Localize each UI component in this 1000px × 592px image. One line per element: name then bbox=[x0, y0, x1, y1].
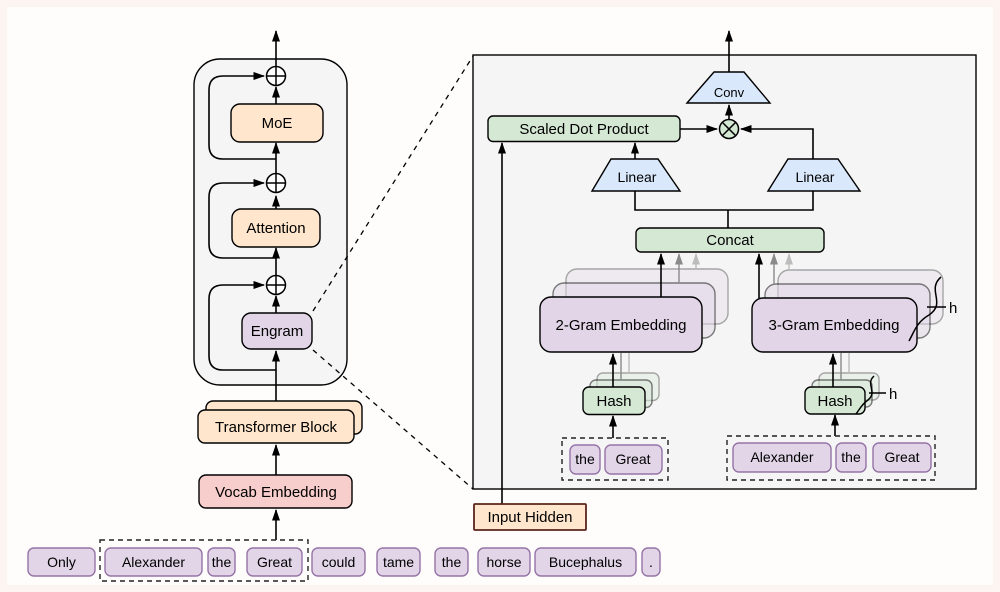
zoom-connector-line-top bbox=[312, 55, 474, 312]
token-label: Great bbox=[884, 449, 919, 465]
add-operator-top bbox=[265, 65, 287, 87]
engram-block bbox=[241, 312, 313, 350]
attention-label: Attention bbox=[246, 220, 305, 237]
token-box bbox=[732, 442, 832, 473]
vocab-embedding-label: Vocab Embedding bbox=[215, 484, 337, 501]
input-hidden-tag: Input Hidden bbox=[473, 503, 587, 531]
input-hidden-label: Input Hidden bbox=[487, 509, 572, 526]
bigram-dashed-box bbox=[561, 437, 669, 481]
moe-block bbox=[230, 103, 324, 143]
token-label: the bbox=[841, 449, 861, 465]
token-box bbox=[569, 444, 601, 475]
token-label: the bbox=[575, 451, 595, 467]
hash-right-label: Hash bbox=[817, 393, 852, 410]
input-hidden-box bbox=[473, 503, 587, 531]
conv-block bbox=[685, 71, 772, 104]
trigram-token-group: Alexander the Great bbox=[726, 435, 936, 481]
concat-block bbox=[635, 227, 825, 253]
token-box bbox=[311, 547, 366, 577]
engram-detail-panel: 2-Gram Embedding 3-Gram Embedding Hash H… bbox=[472, 30, 977, 504]
bigram-embedding-label: 2-Gram Embedding bbox=[556, 317, 687, 334]
moe-label: MoE bbox=[262, 115, 293, 132]
input-sentence-row: Only Alexander the Great could tame the … bbox=[27, 539, 661, 582]
linear-right-label: Linear bbox=[796, 169, 835, 185]
token-label: Alexander bbox=[750, 449, 813, 465]
linear-right-block bbox=[766, 158, 862, 192]
token-box bbox=[376, 547, 421, 577]
token-label: tame bbox=[383, 554, 414, 570]
hash-left-block bbox=[582, 386, 646, 416]
add-operator-bottom bbox=[265, 274, 287, 296]
token-label: the bbox=[442, 554, 462, 570]
heads-annotation-hash: h bbox=[855, 375, 897, 415]
residual-skip-moe bbox=[208, 72, 276, 160]
token-box bbox=[641, 547, 661, 577]
token-box bbox=[27, 547, 96, 577]
linear-left-label: Linear bbox=[618, 169, 657, 185]
multiply-operator bbox=[718, 118, 740, 140]
transformer-block bbox=[197, 409, 355, 444]
transformer-block-label: Transformer Block bbox=[215, 419, 337, 436]
bigram-token-group: the Great bbox=[561, 437, 669, 481]
token-label: Great bbox=[615, 451, 650, 467]
token-box bbox=[477, 547, 531, 577]
token-box bbox=[246, 547, 303, 577]
token-label: Alexander bbox=[122, 554, 185, 570]
bigram-embedding-block bbox=[539, 296, 703, 353]
conv-label: Conv bbox=[714, 85, 745, 100]
arrow-linear-to-multiply bbox=[740, 125, 814, 159]
token-label: . bbox=[649, 554, 653, 570]
token-box bbox=[104, 547, 203, 577]
add-operator-middle bbox=[265, 172, 287, 194]
heads-label: h bbox=[949, 300, 957, 317]
token-label: horse bbox=[486, 554, 521, 570]
heads-label: h bbox=[889, 386, 897, 403]
token-label: Bucephalus bbox=[549, 554, 622, 570]
trigram-embedding-label: 3-Gram Embedding bbox=[769, 317, 900, 334]
scaled-dot-product-label: Scaled Dot Product bbox=[519, 121, 649, 138]
heads-annotation-embedding: h bbox=[908, 276, 957, 342]
residual-skip-engram bbox=[208, 281, 276, 371]
concat-label: Concat bbox=[706, 232, 754, 249]
concat-split-connector bbox=[634, 191, 814, 211]
attention-block bbox=[231, 208, 321, 248]
token-box bbox=[872, 442, 932, 473]
trigram-dashed-box bbox=[726, 435, 936, 481]
transformer-stack-diagram: MoE Attention Engram Transformer Block V… bbox=[193, 30, 363, 540]
ngram-highlight-box bbox=[99, 539, 309, 582]
token-box bbox=[604, 444, 663, 475]
token-box bbox=[534, 547, 637, 577]
token-label: could bbox=[322, 554, 355, 570]
token-box bbox=[434, 547, 469, 577]
linear-left-block bbox=[590, 158, 682, 192]
hash-left-label: Hash bbox=[596, 393, 631, 410]
token-label: Only bbox=[47, 554, 76, 570]
token-box bbox=[835, 442, 867, 473]
token-label: Great bbox=[257, 554, 292, 570]
engram-label: Engram bbox=[251, 323, 304, 340]
residual-skip-attention bbox=[208, 179, 276, 259]
token-box bbox=[207, 547, 236, 577]
vocab-embedding-block bbox=[198, 474, 353, 509]
token-label: the bbox=[212, 554, 232, 570]
